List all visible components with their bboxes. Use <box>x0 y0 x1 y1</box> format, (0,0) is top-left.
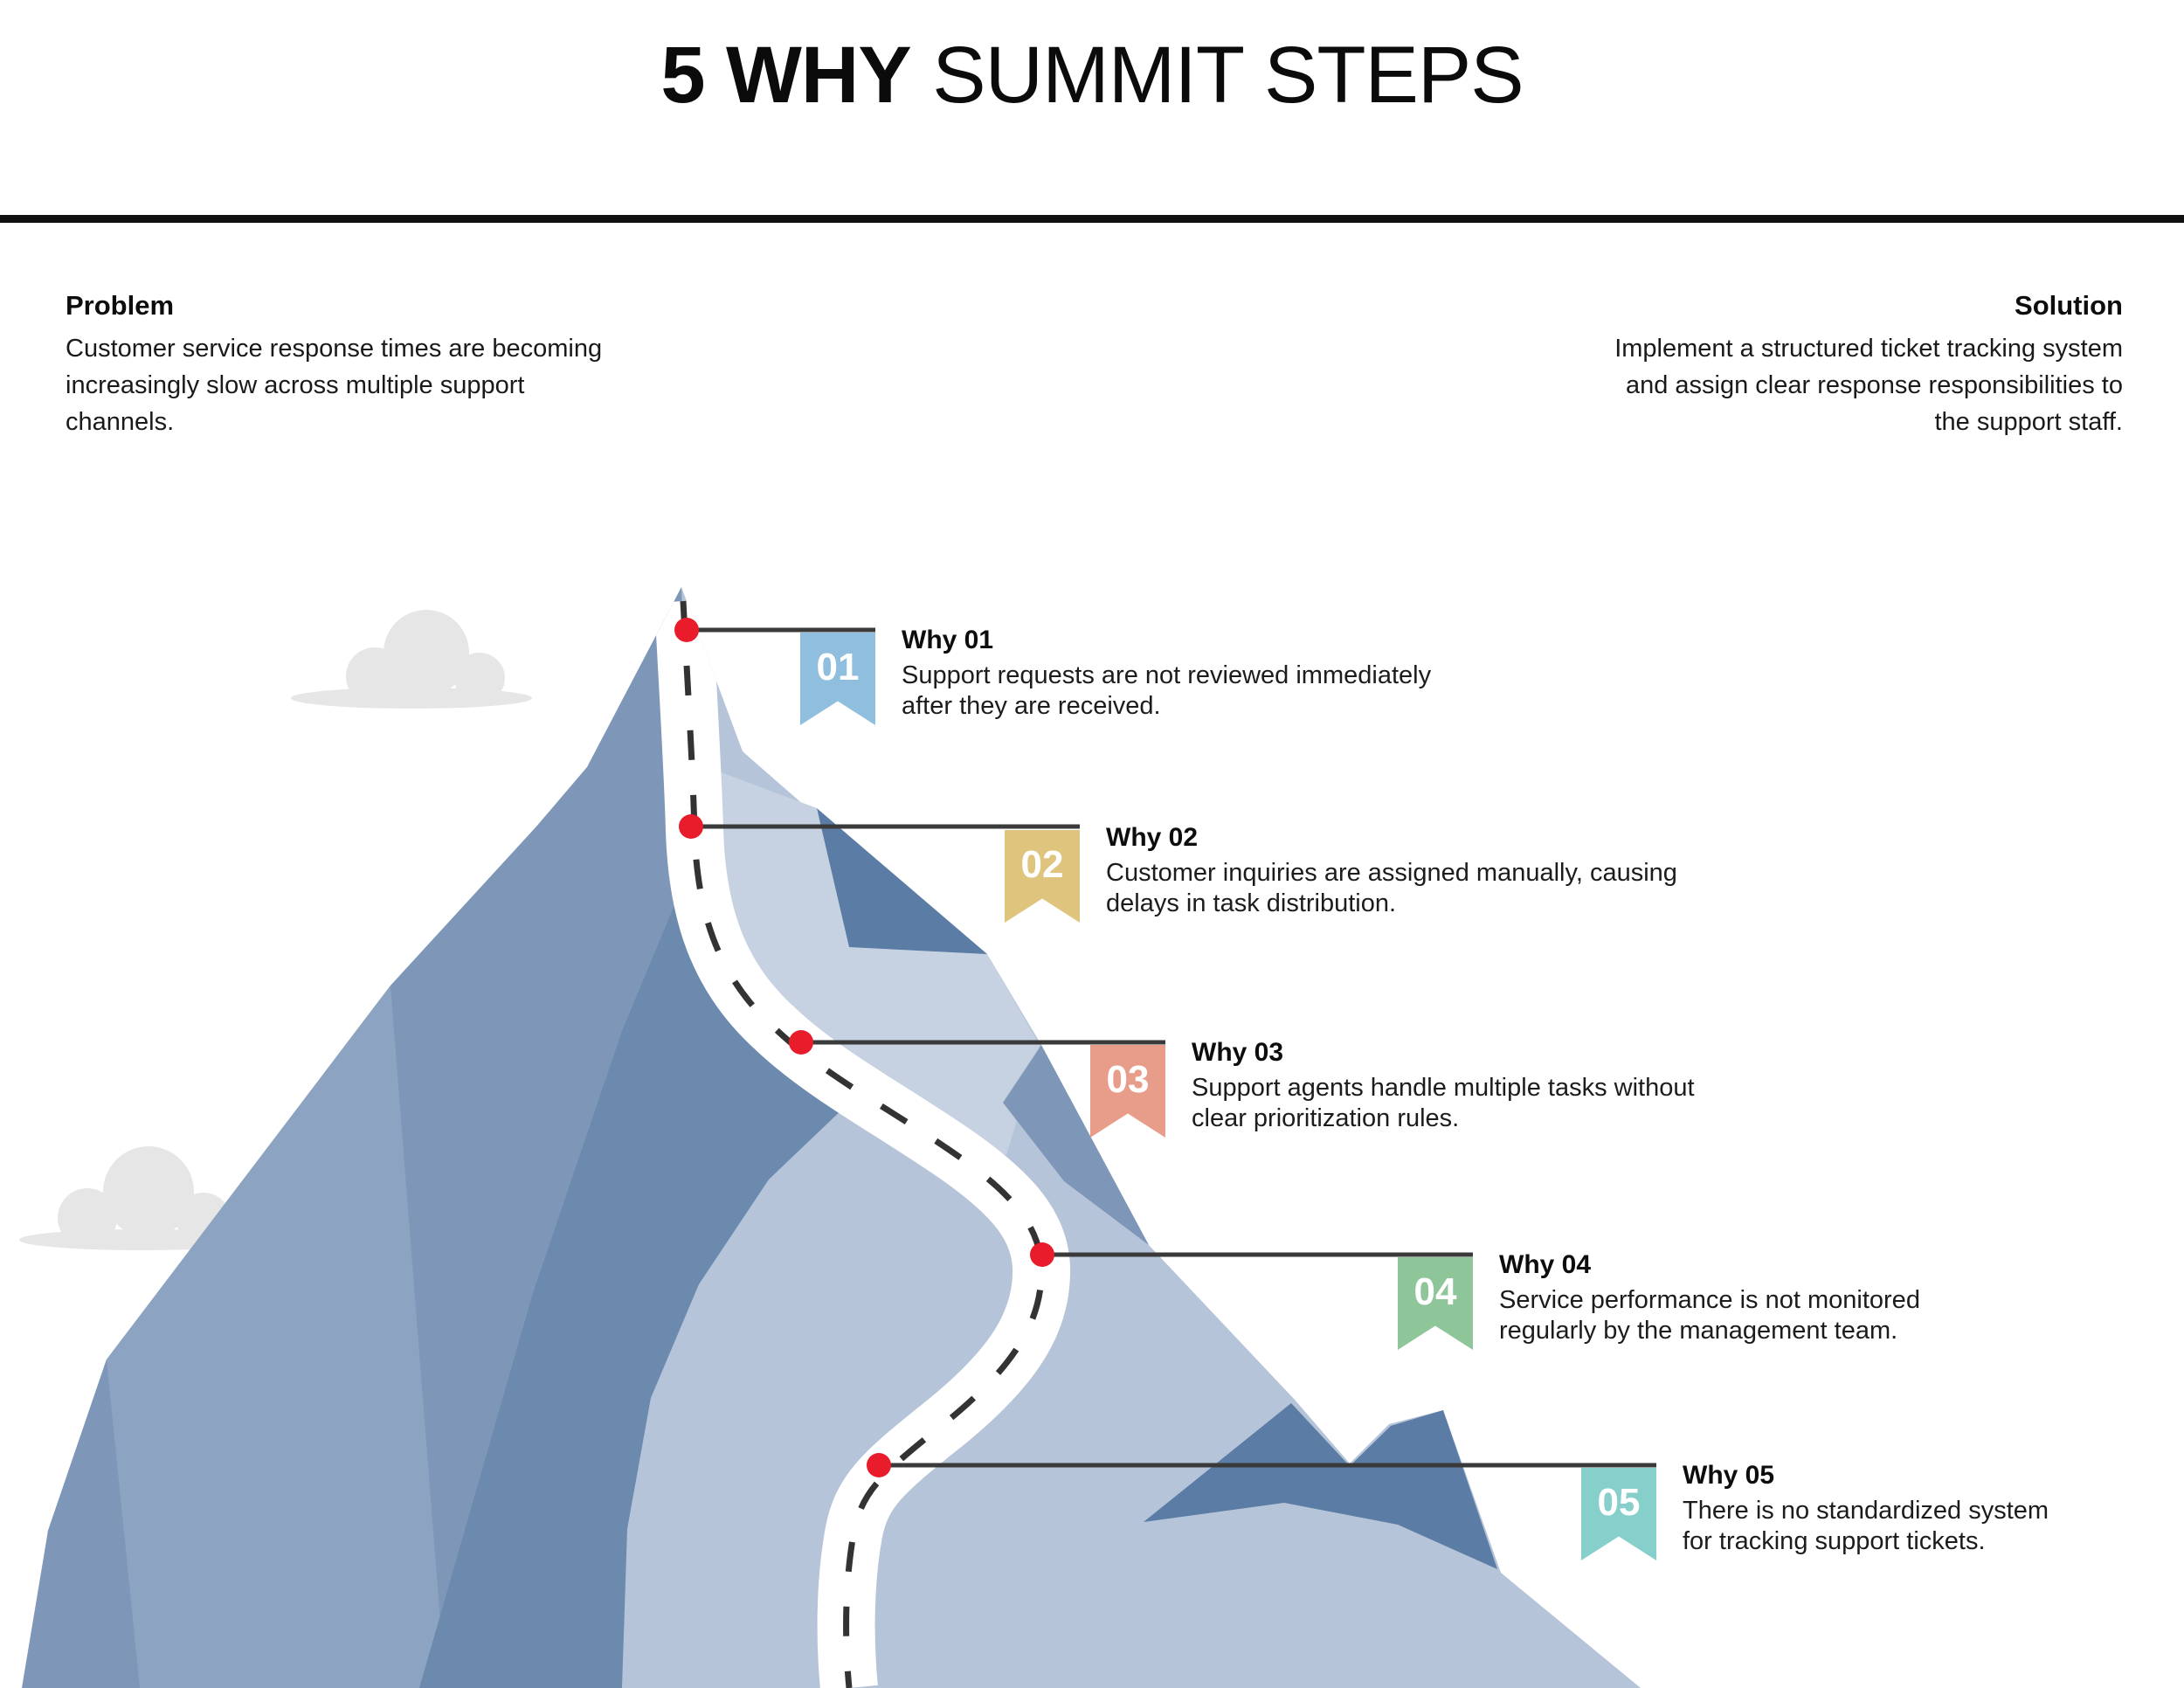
solution-section: Solution Implement a structured ticket t… <box>1337 290 2123 440</box>
step-05-label: Why 05 <box>1683 1461 1775 1490</box>
problem-heading: Problem <box>66 290 175 321</box>
step-04-text: Why 04 Service performance is not monito… <box>1499 1250 1920 1346</box>
step-04-description: Service performance is not monitored reg… <box>1499 1286 1920 1345</box>
step-02-label: Why 02 <box>1106 823 1199 852</box>
page-title-emphasis: 5 WHY <box>660 31 911 120</box>
milestone-dot-03 <box>789 1030 813 1055</box>
step-01-description: Support requests are not reviewed immedi… <box>902 661 1432 720</box>
milestone-dot-05 <box>867 1453 891 1477</box>
solution-heading: Solution <box>2015 290 2123 321</box>
step-03-text: Why 03 Support agents handle multiple ta… <box>1192 1038 1695 1134</box>
flag-03-number: 03 <box>1106 1058 1150 1101</box>
solution-body: Implement a structured ticket tracking s… <box>1614 335 2123 436</box>
summit-trail-dashed-line <box>680 600 1045 1688</box>
page-title-rest: SUMMIT STEPS <box>910 31 1524 120</box>
milestone-dots <box>674 618 1054 1477</box>
step-01-text: Why 01 Support requests are not reviewed… <box>902 626 1431 722</box>
milestone-dot-01 <box>674 618 699 642</box>
mountain-body <box>22 587 1641 1688</box>
problem-body: Customer service response times are beco… <box>66 335 603 436</box>
flag-04-number: 04 <box>1413 1270 1457 1313</box>
flag-01-number: 01 <box>816 646 860 688</box>
step-03-label: Why 03 <box>1192 1038 1284 1067</box>
problem-section: Problem Customer service response times … <box>66 290 852 440</box>
step-02-text: Why 02 Customer inquiries are assigned m… <box>1106 823 1677 919</box>
cloud-icon <box>291 610 532 709</box>
flag-02-number: 02 <box>1020 843 1064 886</box>
step-02-description: Customer inquiries are assigned manually… <box>1106 859 1677 917</box>
flag-05-number: 05 <box>1597 1481 1641 1524</box>
step-05-text: Why 05 There is no standardized system f… <box>1683 1461 2049 1557</box>
milestone-dot-04 <box>1030 1242 1054 1267</box>
header-divider <box>0 215 2184 223</box>
page-title: 5 WHY SUMMIT STEPS <box>0 30 2184 121</box>
step-04-label: Why 04 <box>1499 1250 1592 1279</box>
step-05-description: There is no standardized system for trac… <box>1683 1497 2049 1555</box>
step-03-description: Support agents handle multiple tasks wit… <box>1192 1074 1695 1132</box>
step-01-label: Why 01 <box>902 626 994 654</box>
milestone-dot-02 <box>679 814 703 839</box>
flag-02: 02 <box>1005 830 1080 923</box>
connector-lines <box>687 627 1656 1468</box>
